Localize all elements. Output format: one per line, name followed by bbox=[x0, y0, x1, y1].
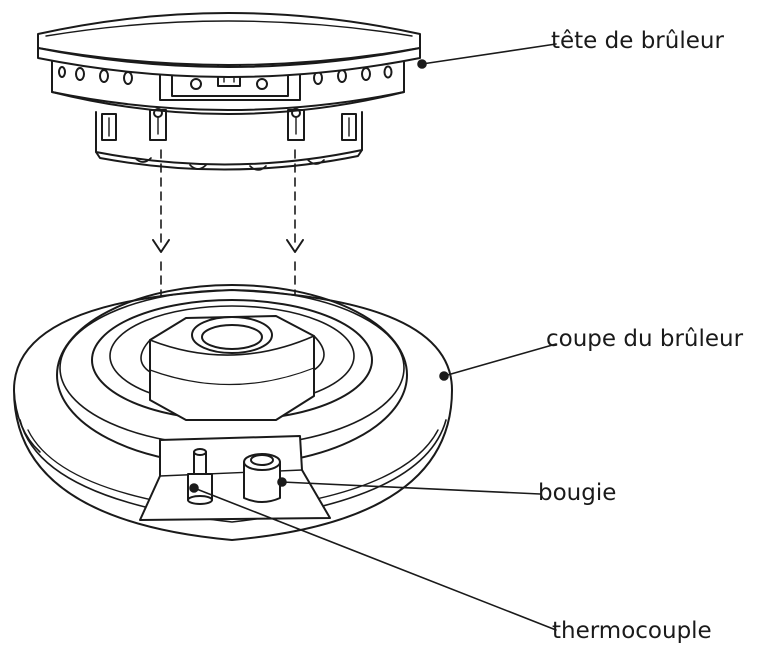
burner-cup-hex-center bbox=[149, 315, 315, 421]
burner-cup-center-hole bbox=[191, 316, 273, 354]
burner-head-part bbox=[37, 12, 421, 171]
leader-spark-plug bbox=[281, 481, 541, 495]
label-thermocouple: thermocouple bbox=[552, 618, 712, 644]
leader-burner-head bbox=[421, 43, 557, 65]
leader-thermocouple bbox=[193, 487, 557, 631]
igniter-bracket bbox=[139, 435, 331, 521]
arrow-down-left-icon bbox=[152, 239, 170, 253]
alignment-arrows bbox=[152, 239, 304, 253]
burner-head-skirt bbox=[95, 108, 363, 171]
leader-dot-spark-plug bbox=[277, 477, 287, 487]
leader-lines bbox=[189, 43, 557, 631]
label-burner-head: tête de brûleur bbox=[551, 28, 724, 54]
leader-dot-burner-cup bbox=[439, 371, 449, 381]
burner-cup-part bbox=[13, 284, 453, 541]
label-spark-plug: bougie bbox=[538, 480, 617, 506]
leader-dot-thermocouple bbox=[189, 483, 199, 493]
leader-burner-cup bbox=[443, 343, 557, 377]
spark-plug-probe bbox=[243, 453, 281, 503]
label-burner-cup: coupe du brûleur bbox=[546, 326, 744, 352]
leader-dot-burner-head bbox=[417, 59, 427, 69]
arrow-down-right-icon bbox=[286, 239, 304, 253]
burner-head-cap bbox=[37, 12, 421, 78]
